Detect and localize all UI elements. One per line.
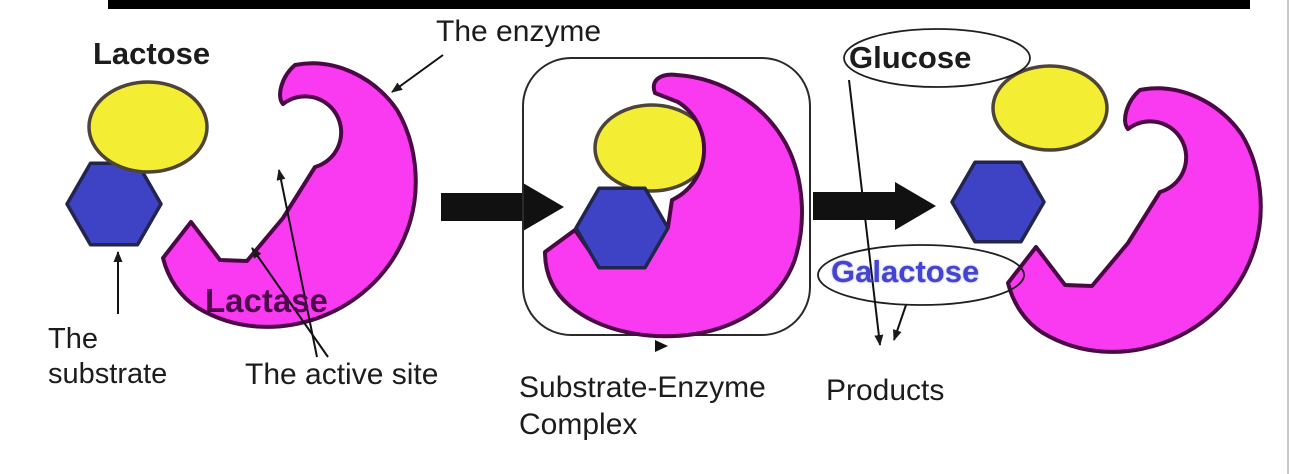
glucose-product-pointer-arrow <box>848 79 884 346</box>
glucose-unit-bound-oval <box>593 103 711 193</box>
substrate-label: The substrate <box>48 323 168 390</box>
galactose-unit-bound-hexagon <box>574 186 670 270</box>
glucose-callout-ellipse <box>843 28 1031 88</box>
box-tick-triangle <box>655 340 668 352</box>
glucose-product-oval <box>991 64 1109 152</box>
galactose-label: Galactose <box>831 254 980 289</box>
active-site-label: The active site <box>245 358 439 391</box>
lactose-label: Lactose <box>93 36 211 71</box>
galactose-product-pointer-arrow <box>892 304 907 341</box>
galactose-product-hexagon <box>950 160 1046 244</box>
glucose-unit-left-oval <box>87 80 209 174</box>
complex-enzyme-shape <box>543 72 804 339</box>
active-site-pointer-arrow-lower <box>251 247 329 358</box>
reaction-arrow-1 <box>441 183 564 231</box>
galactose-callout-ellipse <box>817 244 1025 306</box>
enzyme-label: The enzyme <box>436 15 602 48</box>
active-site-pointer-arrow-upper <box>276 169 318 358</box>
substrate-enzyme-complex-label: Substrate-Enzyme Complex <box>519 371 766 441</box>
products-label: Products <box>826 374 945 407</box>
lactase-label: Lactase <box>205 282 328 319</box>
enzyme-pointer-arrow <box>391 54 444 93</box>
reaction-arrow-2 <box>813 182 936 230</box>
top-border-bar <box>108 0 1250 9</box>
galactose-unit-left-hexagon <box>65 161 163 247</box>
glucose-label: Glucose <box>849 40 972 75</box>
